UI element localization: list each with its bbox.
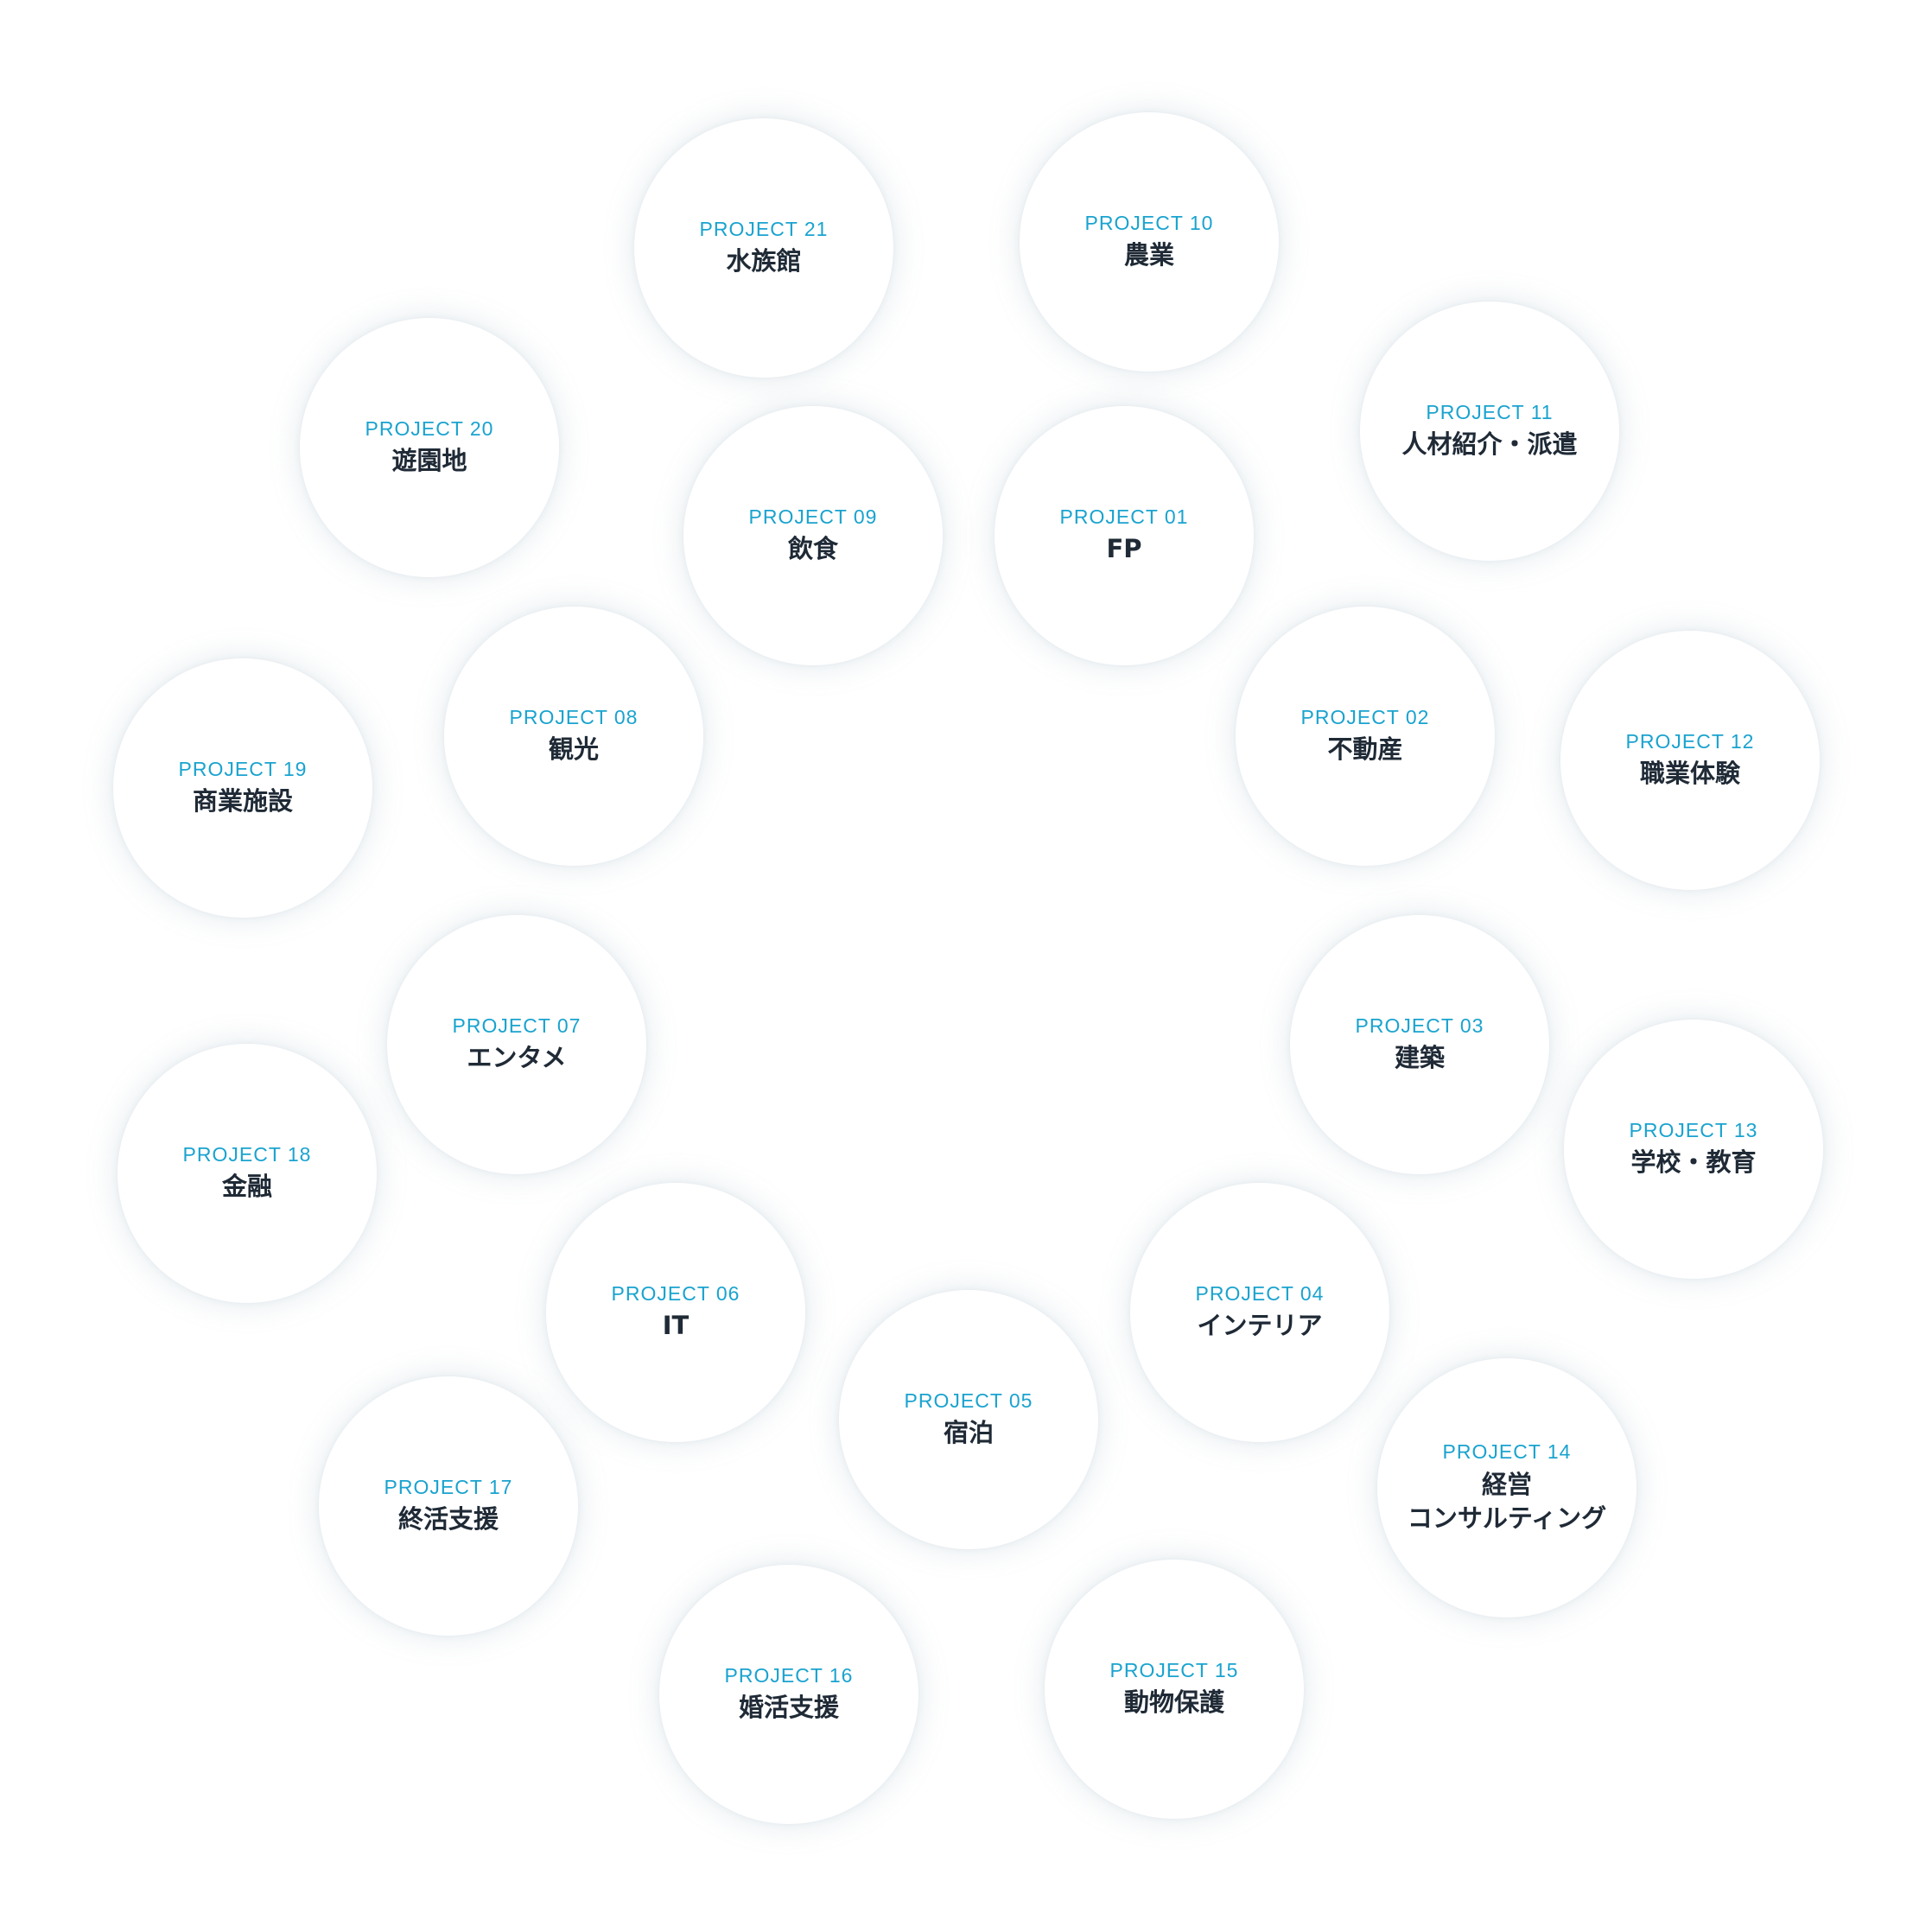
project-code: PROJECT 17 bbox=[384, 1475, 513, 1498]
project-bubble-10[interactable]: PROJECT 10 農業 bbox=[1020, 112, 1279, 372]
project-code: PROJECT 11 bbox=[1426, 400, 1554, 423]
project-bubble-05[interactable]: PROJECT 05 宿泊 bbox=[839, 1290, 1098, 1549]
project-bubble-19[interactable]: PROJECT 19 商業施設 bbox=[113, 658, 372, 918]
project-bubble-03[interactable]: PROJECT 03 建築 bbox=[1290, 915, 1549, 1174]
project-name: 商業施設 bbox=[192, 786, 293, 817]
project-name: 飲食 bbox=[787, 534, 838, 564]
project-code: PROJECT 14 bbox=[1442, 1440, 1572, 1464]
project-bubble-08[interactable]: PROJECT 08 観光 bbox=[444, 607, 703, 866]
project-bubble-21[interactable]: PROJECT 21 水族館 bbox=[634, 118, 893, 378]
project-bubble-15[interactable]: PROJECT 15 動物保護 bbox=[1045, 1560, 1304, 1819]
project-code: PROJECT 03 bbox=[1355, 1014, 1484, 1037]
project-name: 水族館 bbox=[726, 246, 802, 276]
project-code: PROJECT 18 bbox=[182, 1142, 312, 1166]
project-name: エンタメ bbox=[467, 1043, 567, 1073]
project-bubble-17[interactable]: PROJECT 17 終活支援 bbox=[319, 1376, 578, 1636]
project-bubble-11[interactable]: PROJECT 11 人材紹介・派遣 bbox=[1360, 302, 1619, 561]
project-name: 経営 コンサルティング bbox=[1407, 1469, 1607, 1533]
project-code: PROJECT 02 bbox=[1300, 705, 1430, 728]
project-name: FP bbox=[1106, 534, 1142, 564]
project-bubble-04[interactable]: PROJECT 04 インテリア bbox=[1130, 1183, 1389, 1442]
project-code: PROJECT 16 bbox=[724, 1663, 854, 1687]
project-bubble-20[interactable]: PROJECT 20 遊園地 bbox=[300, 318, 559, 577]
project-bubble-14[interactable]: PROJECT 14 経営 コンサルティング bbox=[1377, 1358, 1636, 1617]
project-code: PROJECT 20 bbox=[365, 416, 494, 440]
project-name: 農業 bbox=[1123, 240, 1174, 270]
project-name: 不動産 bbox=[1327, 734, 1403, 765]
project-name: IT bbox=[662, 1311, 690, 1341]
project-code: PROJECT 04 bbox=[1195, 1281, 1325, 1305]
project-name: 金融 bbox=[221, 1172, 272, 1202]
project-code: PROJECT 12 bbox=[1625, 729, 1755, 753]
project-name: 人材紹介・派遣 bbox=[1401, 429, 1578, 460]
project-code: PROJECT 10 bbox=[1084, 211, 1214, 234]
project-code: PROJECT 01 bbox=[1059, 505, 1189, 528]
project-code: PROJECT 05 bbox=[904, 1389, 1033, 1412]
project-code: PROJECT 06 bbox=[611, 1281, 740, 1305]
project-bubble-18[interactable]: PROJECT 18 金融 bbox=[118, 1044, 377, 1303]
project-name: 宿泊 bbox=[943, 1418, 994, 1448]
project-code: PROJECT 21 bbox=[699, 217, 829, 240]
project-bubble-09[interactable]: PROJECT 09 飲食 bbox=[683, 406, 943, 665]
project-name: 遊園地 bbox=[391, 446, 467, 476]
project-bubble-07[interactable]: PROJECT 07 エンタメ bbox=[387, 915, 646, 1174]
project-code: PROJECT 19 bbox=[178, 757, 308, 780]
project-code: PROJECT 08 bbox=[509, 705, 639, 728]
project-code: PROJECT 07 bbox=[452, 1014, 582, 1037]
project-bubble-16[interactable]: PROJECT 16 婚活支援 bbox=[659, 1565, 918, 1824]
project-bubble-12[interactable]: PROJECT 12 職業体験 bbox=[1560, 631, 1820, 890]
project-code: PROJECT 13 bbox=[1629, 1118, 1758, 1141]
project-bubble-01[interactable]: PROJECT 01 FP bbox=[995, 406, 1254, 665]
project-name: 学校・教育 bbox=[1630, 1147, 1757, 1178]
project-name: 婚活支援 bbox=[738, 1693, 839, 1723]
project-name: 職業体験 bbox=[1639, 759, 1740, 789]
project-name: 終活支援 bbox=[397, 1504, 499, 1535]
project-name: インテリア bbox=[1197, 1311, 1323, 1341]
project-bubble-02[interactable]: PROJECT 02 不動産 bbox=[1236, 607, 1495, 866]
project-bubble-13[interactable]: PROJECT 13 学校・教育 bbox=[1564, 1020, 1823, 1279]
project-code: PROJECT 09 bbox=[748, 505, 878, 528]
project-name: 動物保護 bbox=[1123, 1687, 1224, 1718]
project-name: 建築 bbox=[1394, 1043, 1445, 1073]
project-bubble-06[interactable]: PROJECT 06 IT bbox=[546, 1183, 805, 1442]
project-code: PROJECT 15 bbox=[1109, 1658, 1239, 1681]
project-name: 観光 bbox=[548, 734, 599, 765]
